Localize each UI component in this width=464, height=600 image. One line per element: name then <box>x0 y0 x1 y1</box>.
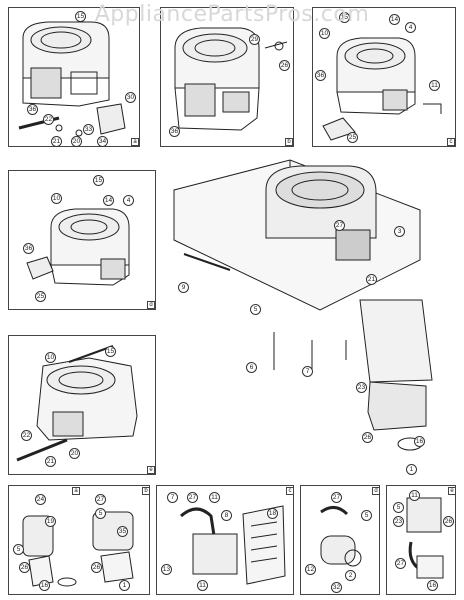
engine-drawing-b <box>174 27 288 131</box>
callout-5[interactable]: 5 <box>13 544 24 555</box>
panel-c: c 15 10 14 4 36 11 25 <box>312 7 456 147</box>
panel-a-tag: a <box>131 138 139 146</box>
callout-30[interactable]: 30 <box>125 92 136 103</box>
callout-14[interactable]: 14 <box>389 14 400 25</box>
callout-20[interactable]: 20 <box>71 136 82 147</box>
callout-9[interactable]: 9 <box>178 282 189 293</box>
panel-e-tag: e <box>147 466 155 474</box>
callout-7[interactable]: 7 <box>302 366 313 377</box>
strip-d-tag: d <box>372 487 380 495</box>
strip-e-tag: e <box>448 487 456 495</box>
callout-14[interactable]: 14 <box>103 195 114 206</box>
callout-21[interactable]: 21 <box>366 274 377 285</box>
callout-15[interactable]: 15 <box>105 346 116 357</box>
callout-21[interactable]: 21 <box>45 456 56 467</box>
callout-27[interactable]: 27 <box>395 558 406 569</box>
callout-16[interactable]: 16 <box>427 580 438 591</box>
callout-36[interactable]: 36 <box>27 104 38 115</box>
callout-3[interactable]: 3 <box>394 226 405 237</box>
callout-26[interactable]: 26 <box>279 60 290 71</box>
strip-panel-e: e 11 5 23 26 27 16 <box>386 485 456 595</box>
callout-5[interactable]: 5 <box>361 510 372 521</box>
callout-22[interactable]: 22 <box>21 430 32 441</box>
callout-19[interactable]: 19 <box>45 516 56 527</box>
panel-d-tag: d <box>147 301 155 309</box>
callout-27[interactable]: 27 <box>95 494 106 505</box>
callout-5[interactable]: 5 <box>95 508 106 519</box>
callout-27[interactable]: 27 <box>187 492 198 503</box>
callout-15[interactable]: 15 <box>339 12 350 23</box>
strip-b-tag: b <box>142 487 150 495</box>
strip-panel-c: c 7 27 11 8 18 13 11 <box>156 485 294 595</box>
main-assembly: 27 3 21 9 5 6 7 23 26 16 1 <box>170 150 460 480</box>
panel-b-tag: b <box>285 138 293 146</box>
callout-26[interactable]: 26 <box>443 516 454 527</box>
strip-a-tag: a <box>72 487 80 495</box>
callout-11[interactable]: 11 <box>429 80 440 91</box>
callout-1[interactable]: 1 <box>406 464 417 475</box>
callout-22[interactable]: 22 <box>43 114 54 125</box>
panel-c-tag: c <box>447 138 455 146</box>
main-assembly-drawing <box>173 159 433 451</box>
callout-10[interactable]: 10 <box>45 352 56 363</box>
callout-8[interactable]: 8 <box>221 510 232 521</box>
callout-11[interactable]: 11 <box>209 492 220 503</box>
muffler-drawing-c <box>180 505 286 585</box>
callout-35[interactable]: 35 <box>117 526 128 537</box>
callout-33[interactable]: 33 <box>83 124 94 135</box>
callout-29[interactable]: 29 <box>249 34 260 45</box>
strip-panel-d: d 27 5 12 2 32 <box>300 485 380 595</box>
callout-24[interactable]: 24 <box>35 494 46 505</box>
callout-36[interactable]: 36 <box>169 126 180 137</box>
engine-drawing-a <box>18 21 126 137</box>
callout-16[interactable]: 16 <box>39 580 50 591</box>
callout-12[interactable]: 12 <box>305 564 316 575</box>
callout-32[interactable]: 32 <box>331 582 342 593</box>
callout-34[interactable]: 34 <box>97 136 108 147</box>
callout-16[interactable]: 16 <box>414 436 425 447</box>
callout-5[interactable]: 5 <box>393 502 404 513</box>
callout-26[interactable]: 26 <box>19 562 30 573</box>
callout-2[interactable]: 2 <box>345 570 356 581</box>
bottom-strip: a b 24 19 5 26 16 27 5 35 26 1 c 7 27 11… <box>8 485 456 595</box>
callout-10[interactable]: 10 <box>319 28 330 39</box>
muffler-drawing-a <box>22 511 134 587</box>
callout-10[interactable]: 10 <box>51 193 62 204</box>
callout-4[interactable]: 4 <box>123 195 134 206</box>
strip-panel-a: a b 24 19 5 26 16 27 5 35 26 1 <box>8 485 150 595</box>
callout-27[interactable]: 27 <box>334 220 345 231</box>
callout-27[interactable]: 27 <box>331 492 342 503</box>
callout-11[interactable]: 11 <box>197 580 208 591</box>
callout-13[interactable]: 13 <box>161 564 172 575</box>
strip-c-tag: c <box>286 487 294 495</box>
callout-23[interactable]: 23 <box>393 516 404 527</box>
callout-15[interactable]: 15 <box>93 175 104 186</box>
callout-4[interactable]: 4 <box>405 22 416 33</box>
callout-36[interactable]: 36 <box>315 70 326 81</box>
callout-5[interactable]: 5 <box>250 304 261 315</box>
callout-1[interactable]: 1 <box>119 580 130 591</box>
callout-36[interactable]: 36 <box>23 243 34 254</box>
panel-e: e 10 15 22 20 21 <box>8 335 156 475</box>
callout-6[interactable]: 6 <box>246 362 257 373</box>
muffler-drawing-e <box>406 497 444 579</box>
engine-drawing-d <box>26 208 130 286</box>
panel-a: a 15 36 30 33 34 21 22 20 <box>8 7 140 147</box>
callout-7[interactable]: 7 <box>167 492 178 503</box>
callout-11[interactable]: 11 <box>409 490 420 501</box>
callout-26[interactable]: 26 <box>362 432 373 443</box>
engine-drawing-c <box>322 37 442 141</box>
panel-d: d 15 10 14 4 36 25 <box>8 170 156 310</box>
engine-drawing-e <box>16 345 138 462</box>
panel-b: b 29 26 36 <box>160 7 294 147</box>
callout-23[interactable]: 23 <box>356 382 367 393</box>
callout-25[interactable]: 25 <box>347 132 358 143</box>
callout-20[interactable]: 20 <box>69 448 80 459</box>
callout-25[interactable]: 25 <box>35 291 46 302</box>
callout-15[interactable]: 15 <box>75 11 86 22</box>
callout-18[interactable]: 18 <box>267 508 278 519</box>
callout-21[interactable]: 21 <box>51 136 62 147</box>
callout-26[interactable]: 26 <box>91 562 102 573</box>
muffler-drawing-d <box>320 506 362 567</box>
